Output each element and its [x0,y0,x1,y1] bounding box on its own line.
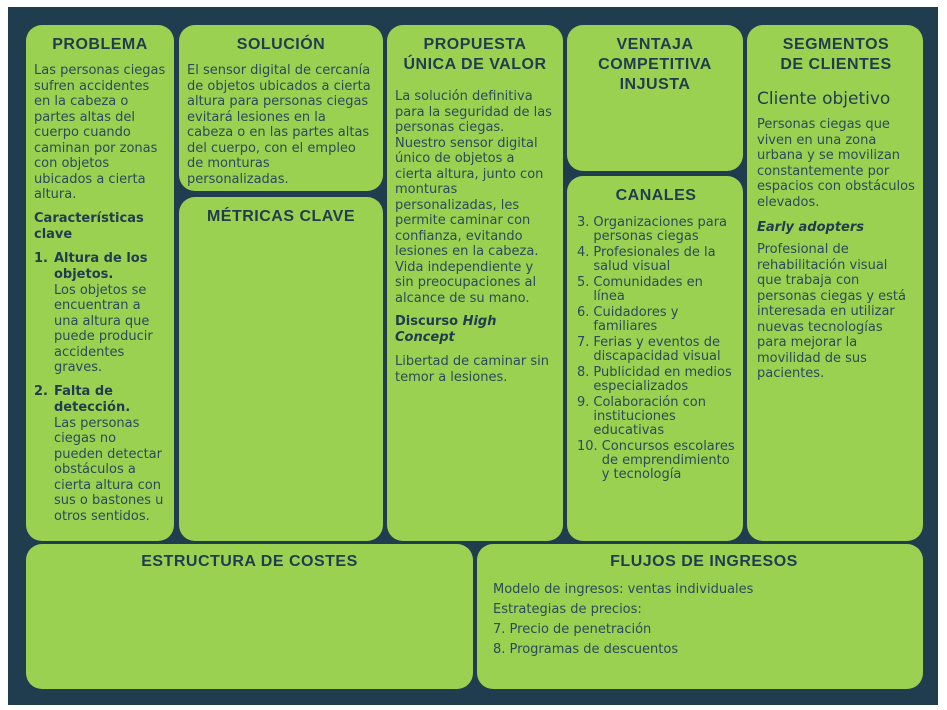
segmentos-subtitle: Cliente objetivo [757,89,891,109]
propuesta-subtitle-plain: Discurso [395,314,463,329]
propuesta-title-line1: PROPUESTA [423,36,527,53]
metricas-card: MÉTRICAS CLAVE [179,197,383,541]
problema-title: PROBLEMA [52,36,148,53]
propuesta-text: La solución definitiva para la seguridad… [395,89,552,306]
canales-list: 3.Organizaciones para personas ciegas 4.… [577,216,735,482]
segmentos-early-title: Early adopters [757,220,865,235]
problema-item-2-text: Las personas ciegas no pueden detectar o… [53,415,164,524]
ventaja-title-line2: COMPETITIVA [598,56,712,73]
segmentos-text: Personas ciegas que viven en una zona ur… [757,117,915,210]
ventaja-card: VENTAJA COMPETITIVA INJUSTA [567,25,743,171]
canales-item: 6.Cuidadores y familiares [577,305,679,334]
propuesta-card: PROPUESTA ÚNICA DE VALOR La solución def… [387,25,563,541]
canales-card: CANALES 3.Organizaciones para personas c… [567,176,743,541]
canales-item: 4.Profesionales de la salud visual [577,245,716,274]
canales-item: 9.Colaboración con instituciones educati… [577,395,706,438]
segmentos-card: SEGMENTOS DE CLIENTES Cliente objetivo P… [747,25,923,541]
solucion-title: SOLUCIÓN [236,36,326,53]
canales-item: 8.Publicidad en medios especializados [577,365,732,394]
costes-card: ESTRUCTURA DE COSTES [26,544,473,689]
segmentos-title-line1: SEGMENTOS [782,36,890,53]
propuesta-subtitle: Discurso High Concept [395,314,555,346]
problema-item-1: 1. Altura de los objetos. Los objetos se… [34,251,166,376]
problema-item-1-head: Altura de los objetos. [53,250,148,282]
problema-item-1-text: Los objetos se encuentran a una altura q… [53,282,153,376]
ingresos-line: Estrategias de precios: [493,602,642,617]
costes-title: ESTRUCTURA DE COSTES [141,553,358,570]
solucion-card: SOLUCIÓN El sensor digital de cercanía d… [179,25,383,191]
ingresos-title: FLUJOS DE INGRESOS [610,553,798,570]
canales-title: CANALES [615,187,697,204]
segmentos-early-text: Profesional de rehabilitación visual que… [757,242,906,381]
ventaja-title-line3: INJUSTA [619,76,691,93]
solucion-text: El sensor digital de cercanía de objetos… [187,63,371,187]
problema-item-2-num: 2. [34,383,48,399]
ingresos-line: 7. Precio de penetración [493,622,652,637]
problema-subtitle: Características clave [34,210,144,242]
metricas-title: MÉTRICAS CLAVE [206,208,356,225]
propuesta-subtitle-italic: High Concept [395,314,497,345]
canales-item: 10.Concursos escolares de emprendimiento… [577,439,735,482]
propuesta-title-line2: ÚNICA DE VALOR [403,56,547,73]
canales-item: 5.Comunidades en línea [577,275,703,304]
problema-item-2-head: Falta de detección. [53,383,131,415]
lean-canvas-board: PROBLEMA Las personas ciegas sufren acci… [8,7,938,705]
problema-card: PROBLEMA Las personas ciegas sufren acci… [26,25,174,541]
propuesta-concept: Libertad de caminar sin temor a lesiones… [395,354,549,385]
ingresos-lines: Modelo de ingresos: ventas individuales … [493,580,915,660]
problema-text: Las personas ciegas sufren accidentes en… [34,63,166,202]
problema-item-2: 2. Falta de detección. Las personas cieg… [34,384,166,525]
ingresos-line: Modelo de ingresos: ventas individuales [493,582,754,597]
canales-item: 3.Organizaciones para personas ciegas [577,215,727,244]
ventaja-title-line1: VENTAJA [616,36,694,53]
ingresos-card: FLUJOS DE INGRESOS Modelo de ingresos: v… [477,544,923,689]
ingresos-line: 8. Programas de descuentos [493,642,679,657]
canales-item: 7.Ferias y eventos de discapacidad visua… [577,335,721,364]
segmentos-title-line2: DE CLIENTES [780,56,892,73]
problema-item-1-num: 1. [34,250,48,266]
